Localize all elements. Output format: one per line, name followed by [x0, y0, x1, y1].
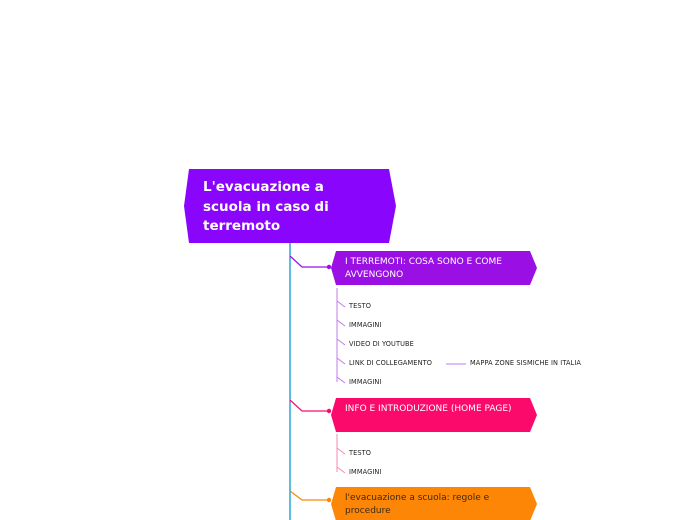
root-node-shape[interactable]	[184, 169, 396, 243]
topic1-leaf-tick-3	[336, 338, 346, 346]
topic2-leaf-tick-2	[336, 466, 346, 474]
topic1-connector-dot	[326, 264, 332, 270]
root-node-title[interactable]: L'evacuazione a scuola in caso di terrem…	[203, 179, 329, 234]
topic2-connector	[289, 399, 330, 412]
leaf-immagini[interactable]: IMMAGINI	[349, 468, 382, 476]
topic1-leaf-tick-1	[336, 300, 346, 308]
leaf-link-collegamento[interactable]: LINK DI COLLEGAMENTO	[349, 359, 433, 367]
leaf-mappa-zone-sismiche[interactable]: MAPPA ZONE SISMICHE IN ITALIA	[470, 359, 581, 367]
topic-title-terremoti[interactable]: I TERREMOTI: COSA SONO E COME AVVENGONO	[345, 257, 502, 280]
topic3-connector-dot	[326, 497, 332, 503]
topic2-leaf-tick-1	[336, 447, 346, 455]
leaf-immagini[interactable]: IMMAGINI	[349, 321, 382, 329]
topic1-leaf-tick-4	[336, 357, 346, 365]
leaf-immagini[interactable]: IMMAGINI	[349, 378, 382, 386]
leaf-testo[interactable]: TESTO	[349, 449, 372, 457]
topic1-leaf-tick-2	[336, 319, 346, 327]
topic3-node-shape[interactable]	[331, 487, 537, 520]
topic1-connector	[289, 255, 330, 268]
topic1-leaf-tick-5	[336, 376, 346, 384]
leaf-video-youtube[interactable]: VIDEO DI YOUTUBE	[349, 340, 414, 348]
topic2-node-shape[interactable]	[331, 398, 537, 432]
topic-title-info[interactable]: INFO E INTRODUZIONE (HOME PAGE)	[345, 404, 512, 414]
topic-title-evacuazione[interactable]: l'evacuazione a scuola: regole e procedu…	[345, 493, 490, 516]
topic1-node-shape[interactable]	[331, 251, 537, 285]
leaf-testo[interactable]: TESTO	[349, 302, 372, 310]
topic3-connector	[289, 490, 330, 501]
topic2-connector-dot	[326, 408, 332, 414]
